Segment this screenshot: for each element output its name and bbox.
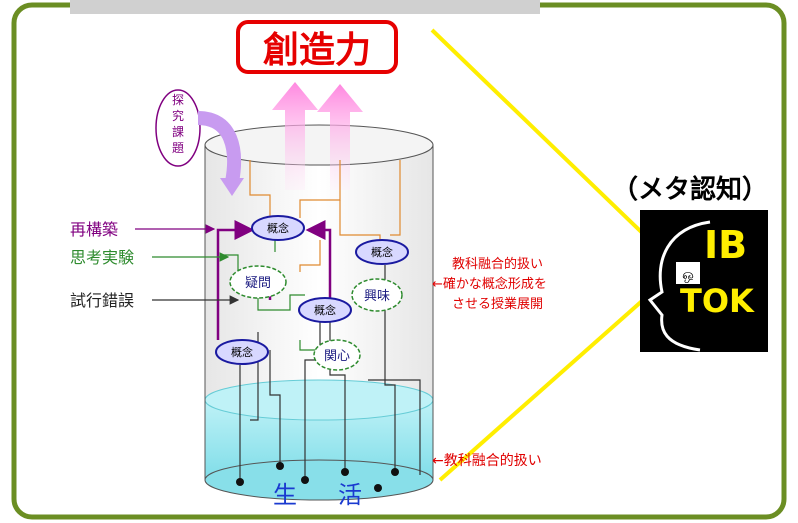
- concept-label: 概念: [231, 345, 253, 359]
- note-line-3: させる授業展開: [452, 296, 543, 312]
- concept-node-1: 概念: [251, 215, 305, 241]
- svg-text:ஒ: ஒ: [682, 267, 694, 283]
- concept-node-4: 概念: [215, 339, 269, 365]
- concept-node-2: 概念: [355, 239, 409, 265]
- title-text: 創造力: [263, 30, 371, 71]
- svg-text:探: 探: [172, 93, 184, 107]
- interest-label: 興味: [364, 289, 390, 304]
- roots: [236, 462, 399, 492]
- top-tab: [70, 0, 540, 14]
- pink-arrow-right: [317, 84, 363, 190]
- inquiry-bubble: [155, 89, 201, 167]
- meta-line-top: [430, 28, 662, 252]
- restructure-label: 再構築: [70, 220, 118, 239]
- tok-text: TOK: [680, 282, 755, 320]
- life-label-2: 活: [338, 481, 362, 509]
- concept-label: 概念: [314, 303, 336, 317]
- inquiry-arrow: [197, 111, 242, 184]
- concern-cloud: 関心: [313, 339, 361, 371]
- concern-label: 関心: [324, 349, 350, 364]
- svg-text:題: 題: [172, 141, 184, 155]
- meta-cognition-label: （メタ認知）: [612, 174, 768, 205]
- svg-text:課: 課: [172, 124, 184, 139]
- doubt-cloud: 疑問: [229, 265, 287, 299]
- ib-tok-logo: ஒ IB TOK: [640, 210, 768, 352]
- thought-experiment-label: 思考実験: [70, 248, 134, 267]
- note-line-1: 教科融合的扱い: [452, 256, 543, 272]
- orange-connectors: [249, 160, 401, 272]
- title-box: [236, 20, 398, 74]
- pink-arrow-left: [272, 82, 318, 190]
- life-label-1: 生: [273, 481, 297, 509]
- concept-label: 概念: [267, 221, 289, 235]
- note-bottom: ←教科融合的扱い: [432, 453, 542, 469]
- interest-cloud: 興味: [351, 278, 403, 312]
- meta-line-bottom: [438, 283, 662, 482]
- doubt-label: 疑問: [245, 275, 271, 291]
- concept-node-3: 概念: [298, 297, 352, 323]
- note-line-2: ←確かな概念形成を: [432, 276, 547, 292]
- svg-text:究: 究: [172, 108, 184, 123]
- trial-error-label: 試行錯誤: [70, 291, 134, 310]
- inquiry-label: 探 究 課 題: [172, 93, 184, 155]
- concept-label: 概念: [371, 245, 393, 259]
- ib-text: IB: [704, 223, 747, 267]
